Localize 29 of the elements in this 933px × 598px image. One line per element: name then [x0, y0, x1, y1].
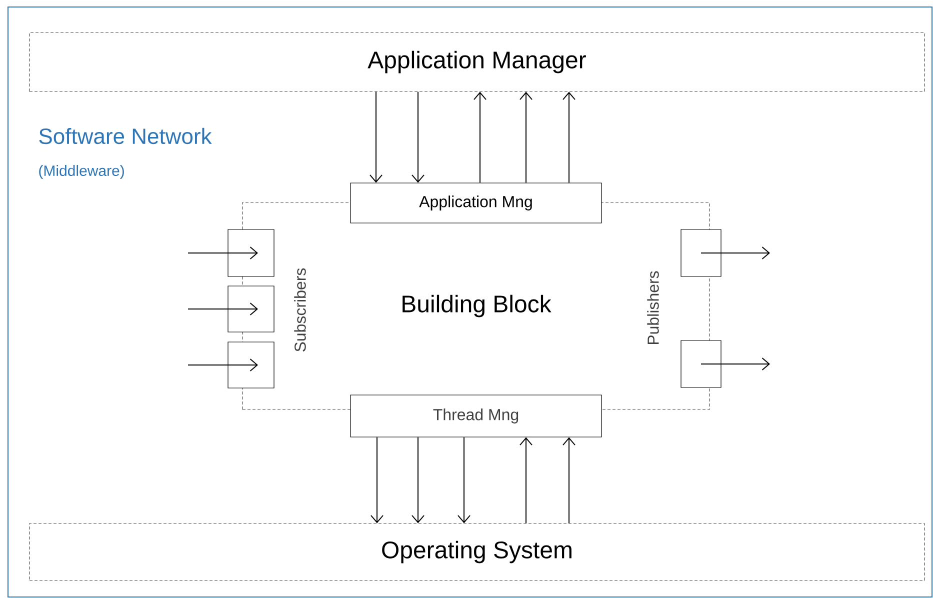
arrow [700, 358, 770, 370]
module-box: Thread Mng [350, 394, 602, 438]
arrow [562, 92, 576, 184]
arrow [370, 436, 384, 524]
frame-subtitle: (Middleware) [39, 165, 124, 179]
arrow [474, 92, 486, 184]
layer-box: Operating System [29, 523, 925, 581]
middleware-frame [8, 6, 932, 598]
module-box: Application Mng [350, 182, 602, 224]
port-box [228, 229, 274, 277]
arrow [520, 92, 532, 184]
arrow [188, 358, 258, 372]
arrow [188, 302, 258, 316]
side-label: Publishers [647, 271, 659, 344]
arrow [412, 91, 424, 183]
layer-box: Application Manager [29, 32, 925, 92]
port-box [680, 229, 722, 277]
port-box [228, 342, 274, 388]
arrow [520, 437, 532, 524]
port-box [680, 340, 722, 388]
arrow [700, 246, 770, 260]
arrow [562, 437, 576, 524]
arrow [412, 436, 424, 524]
arrow [188, 246, 258, 260]
side-label: Subscribers [294, 268, 306, 352]
port-box [228, 286, 274, 332]
arrow [458, 436, 470, 524]
frame-title: Software Network [39, 128, 212, 144]
arrow [370, 91, 382, 183]
